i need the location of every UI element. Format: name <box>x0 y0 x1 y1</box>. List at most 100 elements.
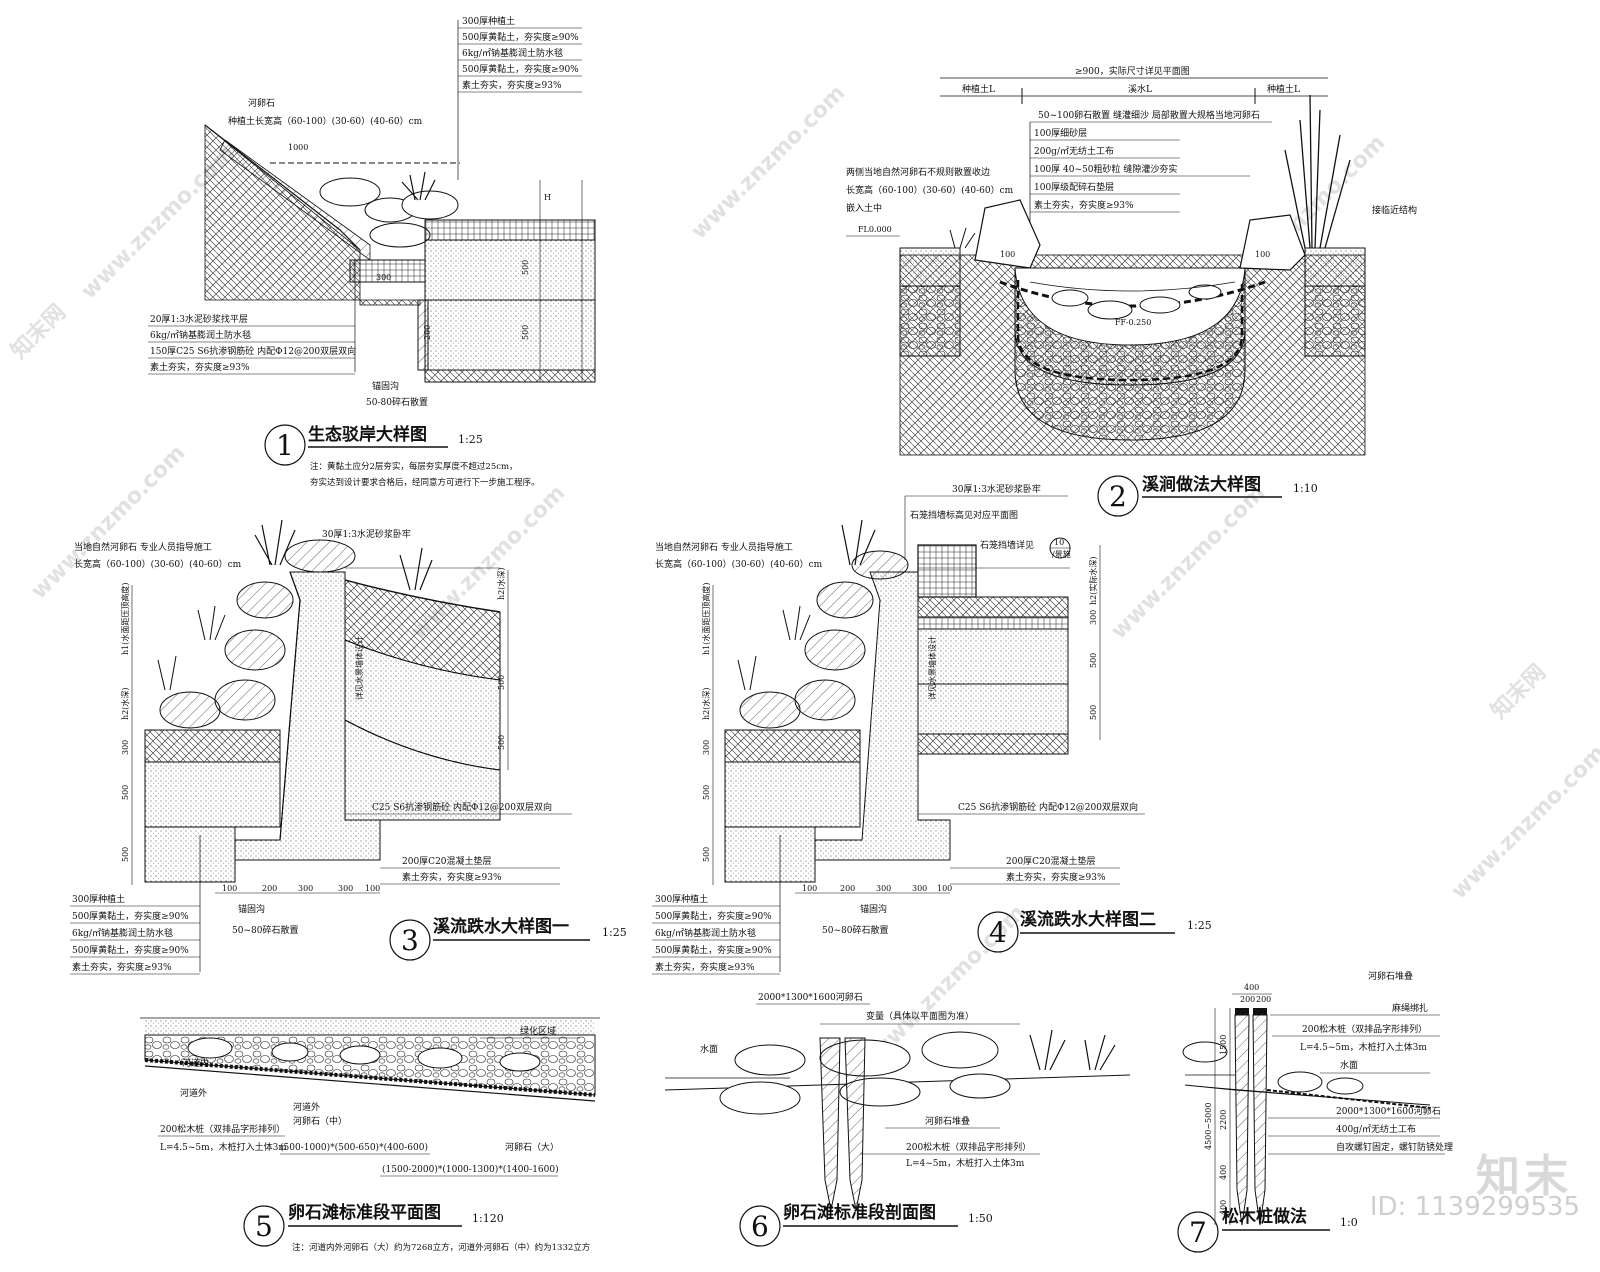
d1-bottom-layers: 20厚1:3水泥砂浆找平层 6kg/㎡钠基膨润土防水毯 150厚C25 S6抗渗… <box>148 313 356 375</box>
svg-text:10: 10 <box>1054 538 1064 547</box>
d6-title: 卵石滩标准段剖面图 <box>783 1202 936 1223</box>
svg-text:100: 100 <box>365 884 380 893</box>
d4-gravel: 50~80碎石散置 <box>822 924 888 936</box>
d7-fabric: 400g/㎡无纺土工布 <box>1336 1123 1416 1135</box>
svg-text:6kg/㎡钠基膨润土防水毯: 6kg/㎡钠基膨润土防水毯 <box>655 927 756 939</box>
svg-text:4500~5000: 4500~5000 <box>1204 1103 1213 1150</box>
svg-text:100: 100 <box>802 884 817 893</box>
svg-text:300: 300 <box>1089 610 1098 625</box>
svg-text:h2(水深): h2(水深) <box>120 688 130 720</box>
d4-mortar: 30厚1:3水泥砂浆卧牢 <box>952 483 1041 495</box>
d1-stone-label: 河卵石 <box>248 97 275 109</box>
d1-dim: 1000 <box>288 143 308 152</box>
d4-rc: C25 S6抗渗钢筋砼 内配Φ12@200双层双向 <box>958 801 1138 813</box>
d1-bottom-label: 20厚1:3水泥砂浆找平层 <box>150 313 248 325</box>
svg-text:500: 500 <box>121 785 130 800</box>
d5-river-in: 河道内 <box>182 1057 209 1069</box>
detail-5-pebble-beach-plan: 绿化区域 河道内 河道外 200松木桩（双排品字形排列） L=4.5~5m，木桩… <box>140 1017 600 1253</box>
svg-text:400: 400 <box>1244 983 1259 992</box>
d2-side-note: 两侧当地自然河卵石不规则散置收边 <box>846 166 990 178</box>
d1-stone-size: 种植土长宽高（60-100）(30-60）(40-60）cm <box>228 115 423 127</box>
svg-text:300: 300 <box>298 884 313 893</box>
d2-ff: FF-0.250 <box>1115 318 1151 327</box>
d5-number: 5 <box>255 1210 273 1243</box>
svg-text:www.znzmo.com: www.znzmo.com <box>1447 740 1600 904</box>
d6-var: 变量（具体以平面图为准） <box>866 1010 974 1022</box>
d5-number-circle <box>243 1205 285 1247</box>
d7-stack: 河卵石堆叠 <box>1368 970 1413 982</box>
d5-river-out2: 河道外 <box>293 1101 320 1113</box>
svg-text:200: 200 <box>1240 995 1255 1004</box>
d4-stone-note: 当地自然河卵石 专业人员指导施工 <box>655 541 793 553</box>
d5-scale: 1:120 <box>472 1212 504 1225</box>
d6-pile-len: L=4~5m，木桩打入土体3m <box>906 1157 1025 1169</box>
d1-dim: 500 <box>521 260 530 275</box>
d2-number-circle <box>1097 475 1139 517</box>
svg-text:500厚黄黏土，夯实度≥90%: 500厚黄黏土，夯实度≥90% <box>72 910 189 922</box>
d1-layer-label: 500厚黄黏土，夯实度≥90% <box>462 63 579 75</box>
detail-3-cascade-one: 当地自然河卵石 专业人员指导施工 长宽高（60-100）(30-60）(40-6… <box>70 519 627 975</box>
d7-stone: 2000*1300*1600河卵石 <box>1336 1105 1441 1117</box>
d2-dim: 100 <box>1255 250 1270 259</box>
d3-pad: 200厚C20混凝土垫层 <box>402 855 492 867</box>
d4-gabion: 石笼挡墙标高见对应平面图 <box>910 509 1018 521</box>
d6-pile: 200松木桩（双排品字形排列） <box>906 1141 1031 1153</box>
svg-text:知末网: 知末网 <box>1486 659 1551 724</box>
d4-pad: 200厚C20混凝土垫层 <box>1006 855 1096 867</box>
d5-stone-mid-size: (500-1000)*(500-650)*(400-600) <box>280 1142 428 1153</box>
d5-green-label: 绿化区域 <box>520 1025 556 1037</box>
d3-scale: 1:25 <box>602 926 627 939</box>
d2-adjacent: 接临近结构 <box>1372 204 1417 216</box>
d1-layer-label: 6kg/㎡钠基膨润土防水毯 <box>462 47 563 59</box>
d3-soil: 素土夯实，夯实度≥93% <box>402 871 502 883</box>
d2-dim: 100 <box>1000 250 1015 259</box>
d1-top-layers: 300厚种植土 500厚黄黏土，夯实度≥90% 6kg/㎡钠基膨润土防水毯 50… <box>458 15 582 93</box>
d7-screw: 自攻螺钉固定，螺钉防锈处理 <box>1336 1141 1453 1153</box>
svg-text:100厚 40~50粗砂粒 缝隙灌沙夯实: 100厚 40~50粗砂粒 缝隙灌沙夯实 <box>1034 163 1177 175</box>
svg-text:www.znzmo.com: www.znzmo.com <box>27 440 191 604</box>
d5-pile-len: L=4.5~5m，木桩打入土体3m <box>160 1141 287 1153</box>
d3-number-circle <box>389 919 431 961</box>
d3-anchor: 锚固沟 <box>238 903 265 915</box>
d1-layer-label: 素土夯实，夯实度≥93% <box>462 79 562 91</box>
d2-side-note: 长宽高（60-100）(30-60）(40-60）cm <box>846 184 1014 196</box>
d1-note: 注：黄黏土应分2层夯实，每层夯实厚度不超过25cm， <box>310 461 518 472</box>
d7-title: 松木桩做法 <box>1222 1206 1307 1227</box>
d7-number: 7 <box>1189 1216 1207 1249</box>
svg-text:500: 500 <box>497 735 506 750</box>
d7-rope: 麻绳绑扎 <box>1392 1002 1428 1014</box>
d6-water: 水面 <box>700 1043 718 1055</box>
d2-title: 溪涧做法大样图 <box>1142 474 1261 495</box>
detail-1-eco-revetment: 300厚种植土 500厚黄黏土，夯实度≥90% 6kg/㎡钠基膨润土防水毯 50… <box>148 15 596 488</box>
svg-text:h1(水面距压顶高度): h1(水面距压顶高度) <box>120 583 130 655</box>
d7-scale: 1:0 <box>1340 1216 1358 1229</box>
svg-text:素土夯实，夯实度≥93%: 素土夯实，夯实度≥93% <box>1034 199 1134 211</box>
svg-text:500: 500 <box>702 785 711 800</box>
d7-number-circle <box>1177 1211 1219 1253</box>
d5-river-out: 河道外 <box>180 1087 207 1099</box>
d3-title: 溪流跌水大样图一 <box>433 916 569 937</box>
d3-rc: C25 S6抗渗钢筋砼 内配Φ12@200双层双向 <box>372 801 552 813</box>
d2-side-note: 嵌入土中 <box>846 202 882 214</box>
d1-bottom-label: 6kg/㎡钠基膨润土防水毯 <box>150 329 251 341</box>
svg-text:素土夯实，夯实度≥93%: 素土夯实，夯实度≥93% <box>655 961 755 973</box>
svg-text:300: 300 <box>338 884 353 893</box>
svg-text:300: 300 <box>876 884 891 893</box>
d1-bottom-label: 150厚C25 S6抗渗钢筋砼 内配Φ12@200双层双向 <box>150 345 356 357</box>
svg-text:200: 200 <box>840 884 855 893</box>
svg-text:200: 200 <box>262 884 277 893</box>
d4-soil: 素土夯实，夯实度≥93% <box>1006 871 1106 883</box>
svg-text:h1(水面距压顶高度): h1(水面距压顶高度) <box>701 583 711 655</box>
svg-text:400: 400 <box>1219 1200 1228 1215</box>
svg-text:详见水景墙体设计: 详见水景墙体设计 <box>354 636 364 700</box>
d1-dim: 500 <box>521 325 530 340</box>
svg-text:详见水景墙体设计: 详见水景墙体设计 <box>927 636 937 700</box>
d6-stone: 2000*1300*1600河卵石 <box>758 991 863 1003</box>
d1-bottom-label: 素土夯实，夯实度≥93% <box>150 361 250 373</box>
d5-pile: 200松木桩（双排品字形排列） <box>160 1123 285 1135</box>
svg-text:400: 400 <box>1219 1165 1228 1180</box>
d5-stone-big: 河卵石（大） <box>505 1141 559 1153</box>
d2-fl: FL0.000 <box>858 225 892 234</box>
d2-number: 2 <box>1109 480 1127 513</box>
